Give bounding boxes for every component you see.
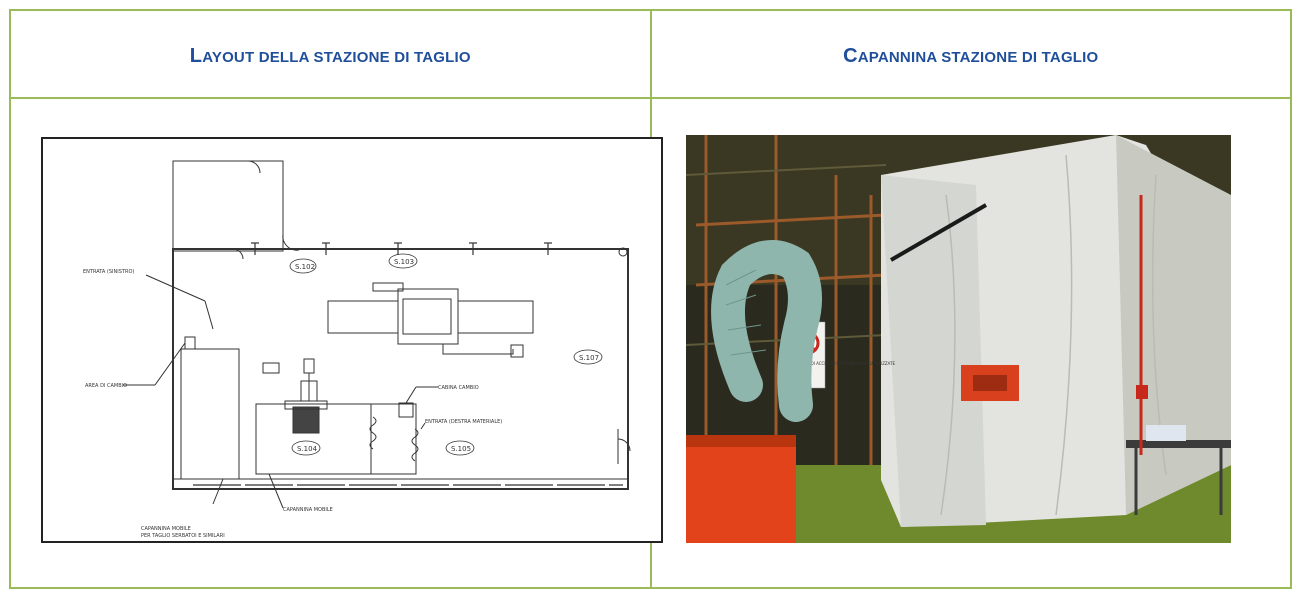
layout-heading: Layout della stazione di taglio: [189, 44, 471, 67]
label-entrata-destra: ENTRATA (DESTRA MATERIALE): [425, 419, 502, 425]
cabin-photo: DIVIETO DI ACCESSO PERSONE NON AUTORIZZA…: [685, 135, 1231, 543]
cabin-photo-svg: DIVIETO DI ACCESSO PERSONE NON AUTORIZZA…: [685, 135, 1231, 543]
room-tag-s102: S.102: [295, 263, 315, 271]
room-tag-s107: S.107: [579, 354, 599, 362]
floor-plan-drawing: S.102 S.103 S.104 S.105 S.107 ENTRATA (S…: [41, 137, 663, 543]
sign-text: DIVIETO DI ACCESSO PERSONE NON AUTORIZZA…: [793, 361, 896, 366]
header-cell-left: Layout della stazione di taglio: [9, 9, 652, 99]
drawing-cell: S.102 S.103 S.104 S.105 S.107 ENTRATA (S…: [9, 97, 663, 589]
photo-heading: Capannina stazione di taglio: [843, 44, 1099, 67]
room-tag-s104: S.104: [297, 445, 318, 453]
content-table: Layout della stazione di taglio Capannin…: [9, 9, 1292, 589]
label-area-cambio: AREA DI CAMBIO: [85, 383, 127, 389]
room-tag-s103: S.103: [394, 258, 414, 266]
room-tag-s105: S.105: [451, 445, 471, 453]
header-cell-right: Capannina stazione di taglio: [649, 9, 1292, 99]
label-cabina-cambio: CABINA CAMBIO: [438, 385, 479, 391]
label-capannina-mobile: CAPANNINA MOBILE: [283, 507, 333, 513]
label-capannina-mobile-bottom: CAPANNINA MOBILE: [141, 526, 191, 532]
label-nota-taglio: PER TAGLIO SERBATOI E SIMILARI: [141, 533, 225, 539]
photo-cell: DIVIETO DI ACCESSO PERSONE NON AUTORIZZA…: [649, 97, 1292, 589]
floor-plan-svg: S.102 S.103 S.104 S.105 S.107 ENTRATA (S…: [83, 160, 631, 539]
label-entrata-sinistra: ENTRATA (SINISTRO): [83, 269, 134, 275]
